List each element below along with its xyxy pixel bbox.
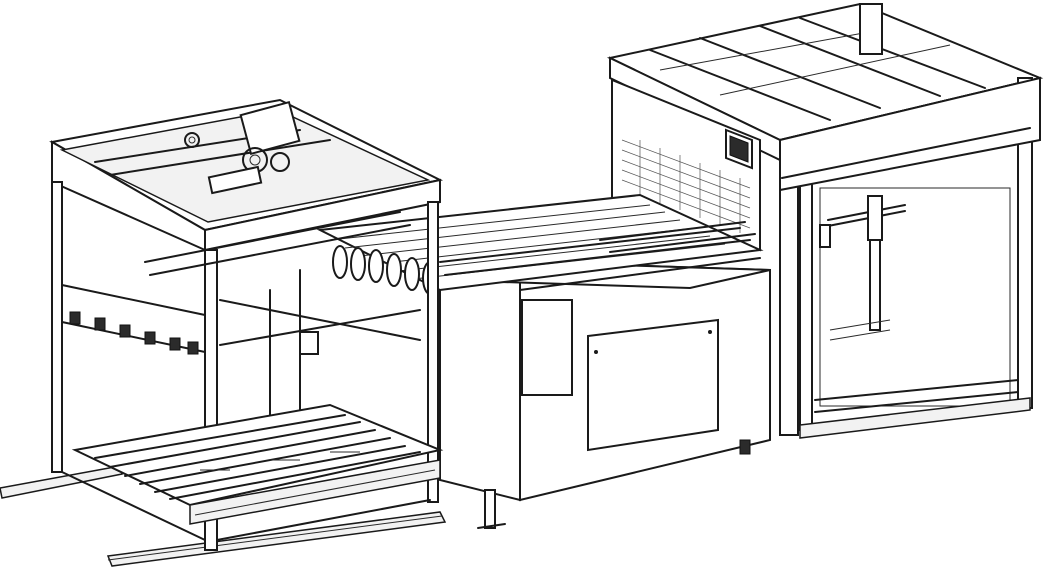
center-cabinet — [439, 78, 771, 529]
floor-rails — [0, 465, 447, 567]
shaft-collars — [69, 311, 199, 355]
drive-motor — [184, 100, 301, 195]
right-frame-unit — [606, 2, 1044, 439]
control-screen — [725, 128, 753, 170]
left-frame-unit — [49, 98, 444, 551]
